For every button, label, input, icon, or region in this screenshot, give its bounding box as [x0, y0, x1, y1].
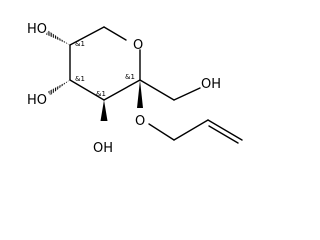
atom-hydroxymethyl-oh: OH [201, 77, 221, 92]
bond-allyl-double-inner [208, 125, 239, 144]
bond-c4-oh-hashed [48, 80, 70, 96]
bond-c5-c6 [69, 26, 105, 46]
bond-c5-oh-hashed [46, 30, 70, 45]
bond-allyl-ch-ch2 [207, 119, 243, 141]
atom-ring-oxygen: O [133, 38, 143, 53]
stereo-label-c5: &1 [75, 40, 85, 48]
atom-ether-oxygen: O [135, 114, 145, 129]
bond-c3-c4 [69, 79, 105, 101]
atom-c5-hydroxyl: HO [27, 22, 47, 37]
bond-c6-o-ring [103, 26, 127, 41]
bond-ch2-oh [173, 87, 201, 101]
stereo-label-c4: &1 [75, 75, 85, 83]
bond-c2-o-ether-wedge [137, 80, 143, 108]
bond-c2-c3 [103, 79, 141, 101]
bond-c3-oh-wedge [100, 100, 108, 121]
atom-c4-hydroxyl: HO [27, 93, 47, 108]
stereo-label-c2: &1 [125, 73, 135, 81]
stereo-label-c3: &1 [96, 90, 106, 98]
molecule-structure: O HO HO OH OH O &1 &1 &1 &1 [27, 22, 243, 156]
bond-c2-ch2 [139, 79, 175, 101]
bond-allyl-ch2-ch [173, 119, 209, 141]
atom-c3-hydroxyl: OH [93, 141, 113, 156]
bond-o-ether-ch2 [148, 123, 175, 141]
